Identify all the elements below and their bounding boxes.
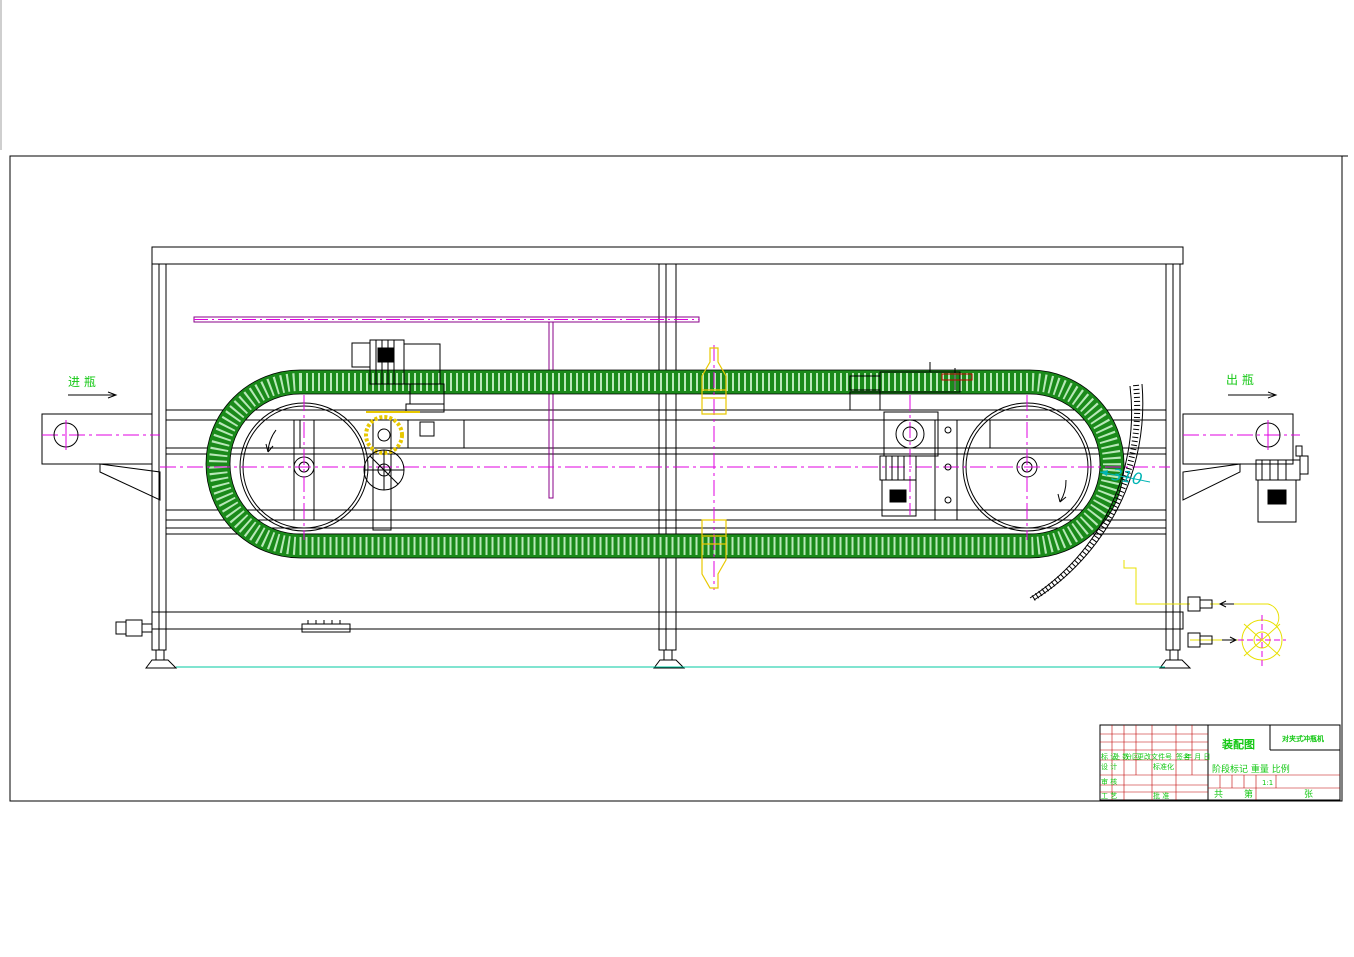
label-process: 工 艺	[1101, 792, 1117, 800]
bottle-icon	[701, 347, 727, 415]
sprocket-icon	[364, 415, 404, 455]
guide-rail-arc	[1029, 383, 1144, 602]
label-design: 设 计	[1101, 762, 1117, 771]
right-drive-unit	[849, 362, 973, 504]
electric-motor-icon	[1255, 445, 1309, 523]
arrow-right-icon	[1228, 391, 1278, 399]
centerlines	[42, 345, 1300, 590]
rotation-arrow-icon	[1059, 479, 1067, 503]
label-date: 年 月 日	[1185, 752, 1210, 761]
dimension-310: 310	[1099, 465, 1151, 489]
electric-motor-icon	[879, 455, 917, 517]
label-signature: 签名	[1176, 752, 1190, 761]
left-gear-train	[364, 411, 465, 455]
label-standardization: 标准化	[1153, 762, 1174, 771]
outlet-roller	[1255, 420, 1281, 450]
valve-fittings	[1187, 596, 1238, 648]
label-change-doc: 更改文件号	[1137, 752, 1172, 761]
sheet-unit: 张	[1304, 789, 1313, 800]
label-zone: 分区	[1125, 752, 1139, 761]
sheet-number: 第	[1244, 788, 1253, 800]
drawing-border	[9, 155, 1343, 802]
bottom-rack	[301, 620, 351, 633]
label-count: 处 数	[1113, 752, 1129, 761]
spray-pipe	[193, 316, 700, 499]
machine-name: 对夹式冲瓶机	[1282, 734, 1324, 743]
stage-header: 阶段标记 重量 比例	[1212, 763, 1290, 775]
chain-loop	[205, 369, 1125, 559]
outlet-label: 出 瓶	[1226, 373, 1254, 387]
electric-motor-icon	[351, 339, 445, 413]
sprocket-icon	[895, 419, 925, 449]
label-review: 审 核	[1101, 777, 1117, 786]
arrow-right-icon	[68, 391, 118, 399]
handwheel-icon	[363, 449, 405, 491]
title-block: 装配图 对夹式冲瓶机 标 记 处 数 分区 更改文件号 签名 年 月 日 设 计…	[1099, 724, 1341, 801]
label-approve: 批 准	[1153, 791, 1169, 800]
inlet-label: 进 瓶	[68, 375, 96, 389]
sheet-left-edge	[0, 0, 2, 150]
bottle-icon	[701, 519, 727, 589]
rotation-arrow-icon	[267, 429, 277, 453]
sheet-total: 共	[1214, 789, 1223, 800]
drawing-title: 装配图	[1221, 737, 1255, 751]
scale-value: 1:1	[1262, 779, 1273, 787]
pump-icon	[1238, 615, 1286, 666]
inlet-roller	[53, 420, 79, 450]
label-marks: 标 记	[1101, 752, 1117, 761]
drain-valve	[115, 619, 153, 637]
